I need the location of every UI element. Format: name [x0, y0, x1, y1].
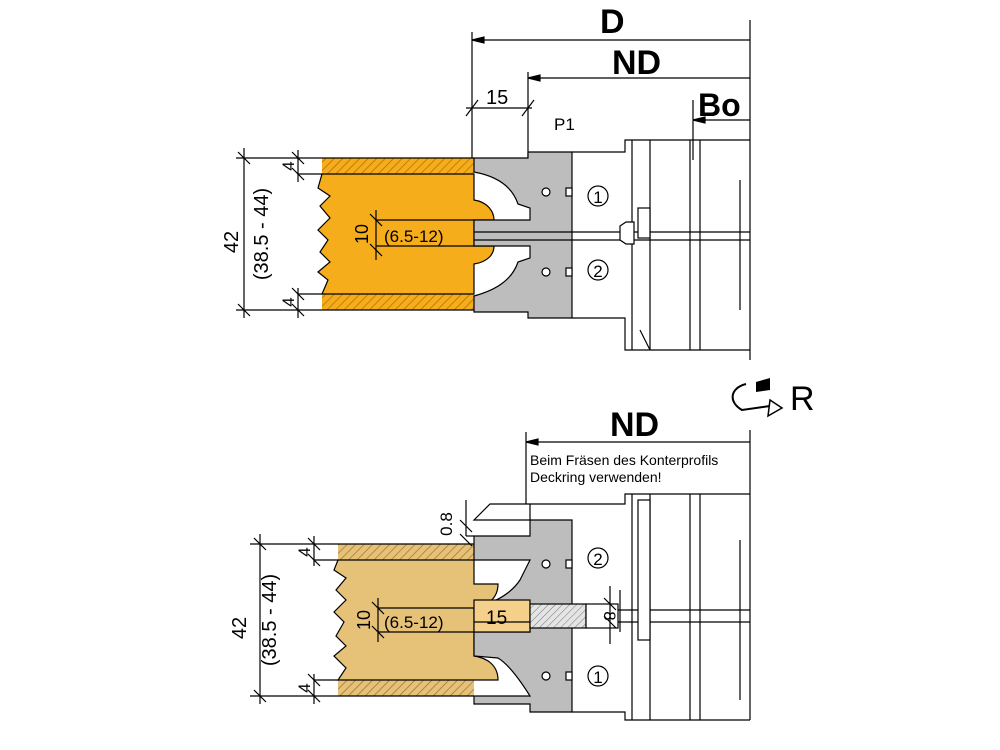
top-cutter — [473, 151, 750, 319]
bottom-marker-1: 1 — [587, 665, 609, 687]
label-nd-top: ND — [612, 44, 661, 82]
bottom-dim-08: 0.8 — [437, 512, 456, 536]
bottom-dim-4-top: 4 — [295, 547, 314, 556]
bottom-dim-4-bottom: 4 — [295, 683, 314, 692]
top-marker-1: 1 — [587, 185, 609, 207]
label-bo: Bo — [698, 87, 741, 123]
bottom-dim-range: (38.5 - 44) — [259, 574, 281, 666]
bottom-dim-10: 10 — [354, 610, 374, 630]
top-marker-2: 2 — [587, 259, 609, 281]
svg-text:2: 2 — [593, 262, 602, 281]
svg-text:1: 1 — [593, 668, 602, 687]
top-section: D ND Bo 15 P1 — [221, 3, 751, 360]
rotation-indicator: R — [731, 378, 815, 418]
top-dim-10: 10 — [352, 224, 372, 244]
label-r: R — [790, 380, 815, 418]
bottom-marker-2: 2 — [587, 547, 609, 569]
bottom-section: ND Beim Fräsen des Konterprofils Deckrin… — [229, 406, 751, 721]
top-dim-4-top: 4 — [279, 161, 298, 170]
svg-text:1: 1 — [593, 188, 602, 207]
top-workpiece — [317, 157, 495, 311]
bottom-dim-42: 42 — [229, 617, 251, 639]
top-dimension-lines — [465, 20, 751, 360]
top-dim-groove: (6.5-12) — [384, 227, 444, 246]
bottom-dim-groove: (6.5-12) — [384, 613, 444, 632]
label-p1: P1 — [554, 115, 575, 134]
bottom-spindle — [530, 493, 750, 721]
top-spindle — [572, 139, 750, 351]
note-line-1: Beim Fräsen des Konterprofils — [530, 452, 718, 468]
top-dim-range: (38.5 - 44) — [251, 188, 273, 280]
bottom-workpiece — [333, 543, 499, 697]
bottom-cutter — [472, 503, 619, 713]
svg-text:2: 2 — [593, 550, 602, 569]
note-line-2: Deckring verwenden! — [530, 469, 662, 485]
dim-15-top: 15 — [486, 87, 508, 109]
bottom-dimension-lines — [525, 430, 751, 720]
top-dim-42: 42 — [221, 231, 243, 253]
bottom-dim-15: 15 — [486, 608, 507, 629]
top-left-dimensions — [236, 148, 474, 318]
bottom-dim-8: 8 — [600, 611, 619, 620]
bottom-left-dimensions — [250, 500, 617, 704]
label-d: D — [600, 3, 625, 41]
label-nd-bottom: ND — [610, 406, 659, 444]
top-dim-4-bottom: 4 — [279, 297, 298, 306]
